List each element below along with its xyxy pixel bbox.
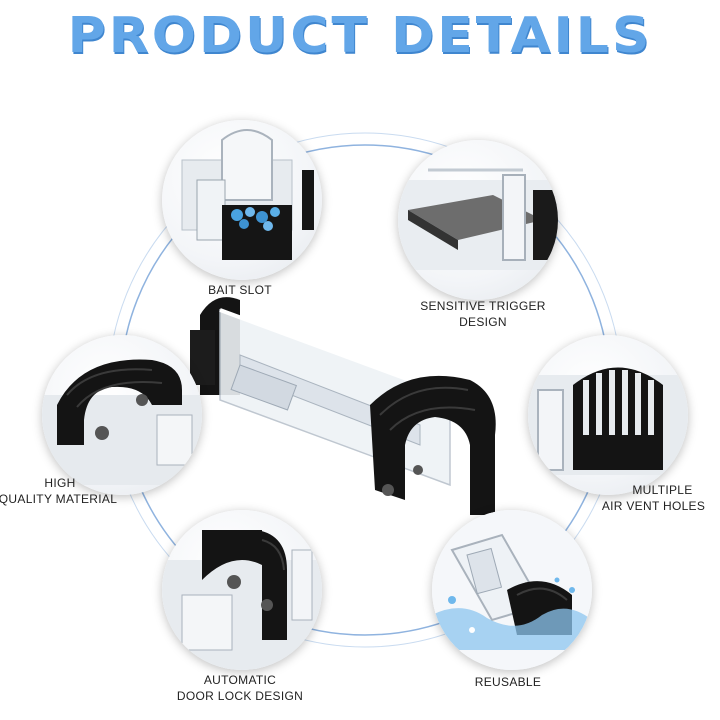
feature-bait-slot-image xyxy=(162,120,322,280)
trap-product-image xyxy=(190,297,496,515)
feature-door-lock-image xyxy=(162,510,322,670)
feature-trigger-image xyxy=(398,140,558,300)
feature-material-label: HIGH QUALITY MATERIAL xyxy=(0,476,118,506)
feature-material-image xyxy=(42,335,202,495)
page-title: PRODUCT DETAILS xyxy=(67,7,653,65)
feature-trigger-label: SENSITIVE TRIGGER DESIGN xyxy=(420,299,546,329)
feature-air-vents-label: MULTIPLE AIR VENT HOLES xyxy=(601,483,706,513)
feature-bait-slot-label: BAIT SLOT xyxy=(208,283,272,297)
feature-air-vents-image xyxy=(528,335,688,495)
feature-reusable-image xyxy=(432,510,592,670)
feature-door-lock-label: AUTOMATIC DOOR LOCK DESIGN xyxy=(176,673,304,703)
feature-reusable-label: REUSABLE xyxy=(474,675,542,689)
